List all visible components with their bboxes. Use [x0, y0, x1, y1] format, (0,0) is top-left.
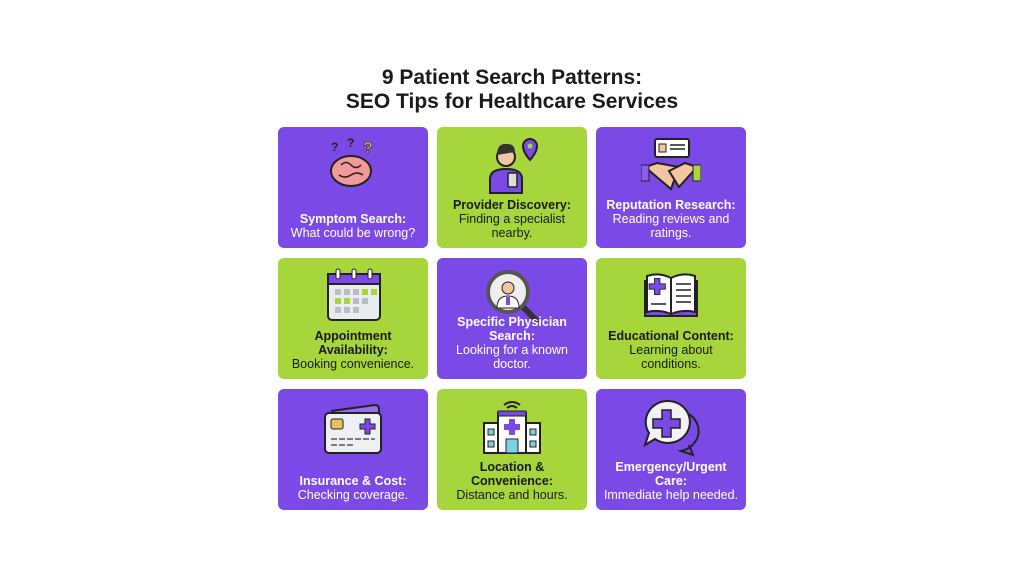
card-educational-content: Educational Content:Learning about condi…	[596, 258, 746, 379]
card-emergency-urgent-care: Emergency/Urgent Care:Immediate help nee…	[596, 389, 746, 510]
chat-cross-icon	[643, 399, 700, 457]
card-text: Educational Content:Learning about condi…	[608, 329, 734, 371]
card-text: Insurance & Cost:Checking coverage.	[297, 474, 409, 502]
card-reputation-research: Reputation Research:Reading reviews and …	[596, 127, 746, 248]
card-text: Location & Convenience:Distance and hour…	[456, 460, 568, 502]
person-location-icon	[489, 137, 539, 194]
card-text: Specific Physician Search:Looking for a …	[456, 315, 568, 371]
card-provider-discovery: Provider Discovery:Finding a specialist …	[437, 127, 587, 248]
card-text: Symptom Search:What could be wrong?	[290, 212, 416, 240]
card-text: Reputation Research:Reading reviews and …	[606, 198, 736, 240]
svg-text:?: ?	[363, 140, 373, 157]
insurance-card-icon	[324, 403, 382, 454]
calendar-icon	[327, 268, 381, 321]
card-location-convenience: Location & Convenience:Distance and hour…	[437, 389, 587, 510]
card-text: Emergency/Urgent Care:Immediate help nee…	[603, 460, 739, 502]
title-line-2: SEO Tips for Healthcare Services	[345, 90, 679, 113]
magnifier-doctor-icon	[486, 270, 539, 323]
card-text: Appointment Availability:Booking conveni…	[291, 329, 415, 371]
book-icon	[644, 273, 698, 317]
hospital-icon	[483, 401, 541, 454]
page-title: 9 Patient Search Patterns: SEO Tips for …	[0, 66, 1024, 114]
card-appointment-availability: Appointment Availability:Booking conveni…	[278, 258, 428, 379]
card-text: Provider Discovery:Finding a specialist …	[452, 198, 572, 240]
brain-question-icon: ? ? ?	[330, 136, 373, 187]
card-specific-physician-search: Specific Physician Search:Looking for a …	[437, 258, 587, 379]
svg-text:?: ?	[331, 140, 338, 154]
card-symptom-search: ? ? ? Symptom Search:What could be wrong…	[278, 127, 428, 248]
handshake-review-icon	[641, 138, 701, 191]
card-insurance-cost: Insurance & Cost:Checking coverage.	[278, 389, 428, 510]
title-line-1: 9 Patient Search Patterns:	[381, 66, 643, 89]
svg-text:?: ?	[347, 136, 354, 150]
